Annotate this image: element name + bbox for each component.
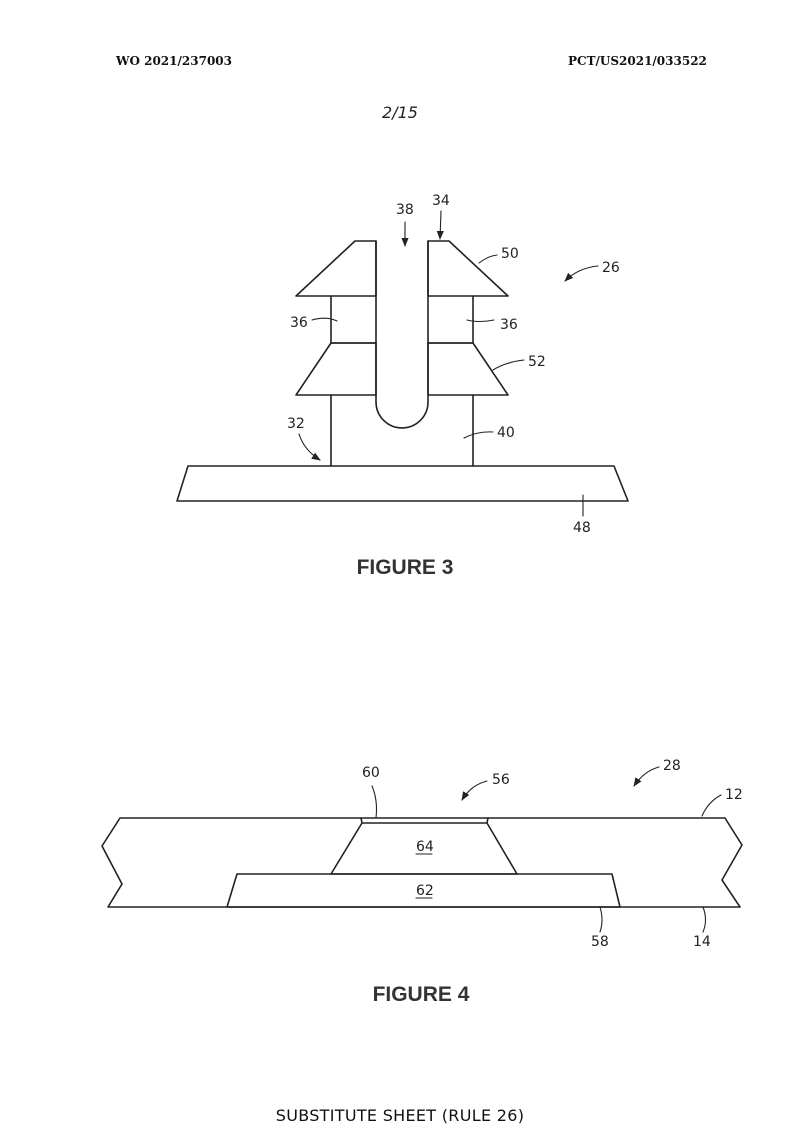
figure-4: 64 62 60 56 28 12 58 14 FIGURE 4 xyxy=(101,758,743,1006)
figure-3: 38 34 50 26 36 36 52 32 40 48 FIGURE 3 xyxy=(176,193,629,579)
arrow-32 xyxy=(298,433,321,461)
figure-3-caption: FIGURE 3 xyxy=(357,556,454,579)
ref-62: 62 xyxy=(416,883,434,899)
ref-38: 38 xyxy=(396,202,414,218)
leader-58 xyxy=(599,906,603,933)
ref-36-right: 36 xyxy=(500,317,518,333)
figure-4-caption: FIGURE 4 xyxy=(373,983,470,1006)
ref-52: 52 xyxy=(528,354,546,370)
leader-52 xyxy=(492,359,525,371)
leader-40 xyxy=(463,431,494,439)
ref-26: 26 xyxy=(602,260,620,276)
lower-barb-right-52 xyxy=(427,342,509,396)
application-number: PCT/US2021/033522 xyxy=(568,54,707,68)
top-barb-right-50 xyxy=(427,240,509,297)
top-barb-left xyxy=(295,240,377,297)
center-slot-38 xyxy=(375,240,429,429)
lower-barb-left xyxy=(295,342,377,396)
opening-60 xyxy=(360,817,363,824)
ref-28: 28 xyxy=(663,758,681,774)
ref-64: 64 xyxy=(416,839,434,855)
ref-32: 32 xyxy=(287,416,305,432)
section-64 xyxy=(330,822,518,875)
leader-36-right xyxy=(466,319,495,323)
footer-note: SUBSTITUTE SHEET (RULE 26) xyxy=(275,1106,525,1125)
panel-12 xyxy=(101,817,743,908)
ref-34: 34 xyxy=(432,193,450,209)
leader-36-left xyxy=(311,317,338,322)
arrow-34 xyxy=(436,210,444,240)
leader-14 xyxy=(702,906,707,933)
ref-58: 58 xyxy=(591,934,609,950)
ref-12: 12 xyxy=(725,787,743,803)
sheet-number: 2/15 xyxy=(382,103,418,122)
leader-60 xyxy=(371,785,378,819)
ref-56: 56 xyxy=(492,772,510,788)
ref-40: 40 xyxy=(497,425,515,441)
arrow-28 xyxy=(633,766,660,787)
ref-14: 14 xyxy=(693,934,711,950)
leader-50 xyxy=(478,254,498,264)
opening-60-right xyxy=(486,817,489,824)
ref-60: 60 xyxy=(362,765,380,781)
arrow-56 xyxy=(461,780,488,801)
leader-12 xyxy=(701,794,722,817)
ref-36-left: 36 xyxy=(290,315,308,331)
publication-number: WO 2021/237003 xyxy=(116,54,232,68)
base-plate-48 xyxy=(176,465,629,502)
arrow-26 xyxy=(564,265,599,282)
ref-48: 48 xyxy=(573,520,591,536)
ref-50: 50 xyxy=(501,246,519,262)
